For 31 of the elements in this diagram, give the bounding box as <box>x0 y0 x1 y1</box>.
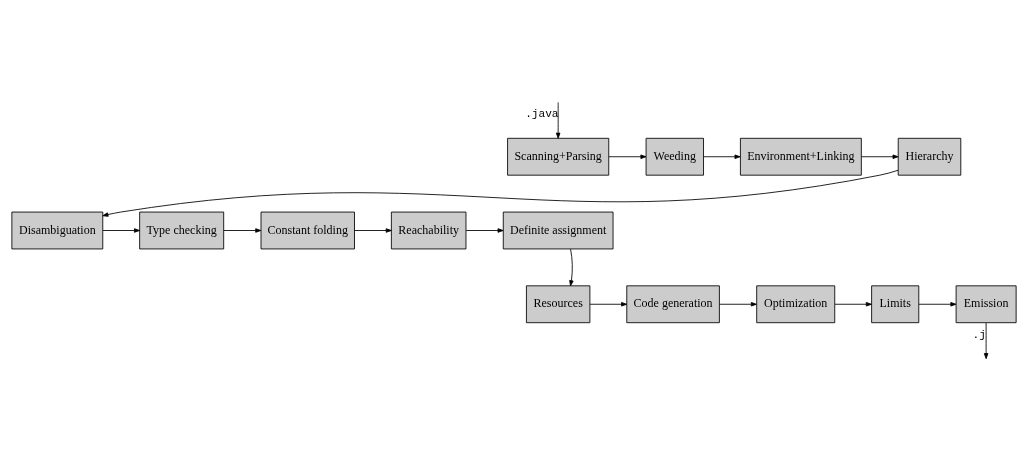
arrow <box>465 227 504 233</box>
node-box: Weeding <box>645 137 704 176</box>
node-box: Definite assignment <box>502 211 614 249</box>
arrow <box>102 227 140 233</box>
edge-label: .j <box>972 328 986 341</box>
arrow <box>102 169 899 217</box>
node-box: Code generation <box>626 284 720 323</box>
arrow <box>589 301 628 306</box>
node-box: Limits <box>871 284 920 323</box>
arrow <box>983 322 989 359</box>
node-box: Environment+Linking <box>740 137 862 176</box>
arrow <box>703 154 741 159</box>
node-box: Scanning+Parsing <box>507 137 610 176</box>
node-box: Resources <box>526 284 591 323</box>
arrow <box>719 301 757 306</box>
node-box: Reachability <box>390 211 467 249</box>
edge-label: .java <box>525 107 559 120</box>
arrow <box>834 301 872 306</box>
node-box: Type checking <box>139 211 225 249</box>
node-box: Hierarchy <box>897 137 962 176</box>
arrow <box>555 101 561 139</box>
arrow <box>918 301 957 306</box>
node-box: Constant folding <box>260 211 355 249</box>
arrow <box>861 154 899 159</box>
node-box: Emission <box>955 284 1017 323</box>
node-box: Disambiguation <box>11 211 104 249</box>
node-box: Optimization <box>756 284 836 323</box>
arrow <box>608 154 647 159</box>
arrow <box>223 227 262 233</box>
arrow <box>354 227 392 233</box>
arrow <box>569 248 574 286</box>
